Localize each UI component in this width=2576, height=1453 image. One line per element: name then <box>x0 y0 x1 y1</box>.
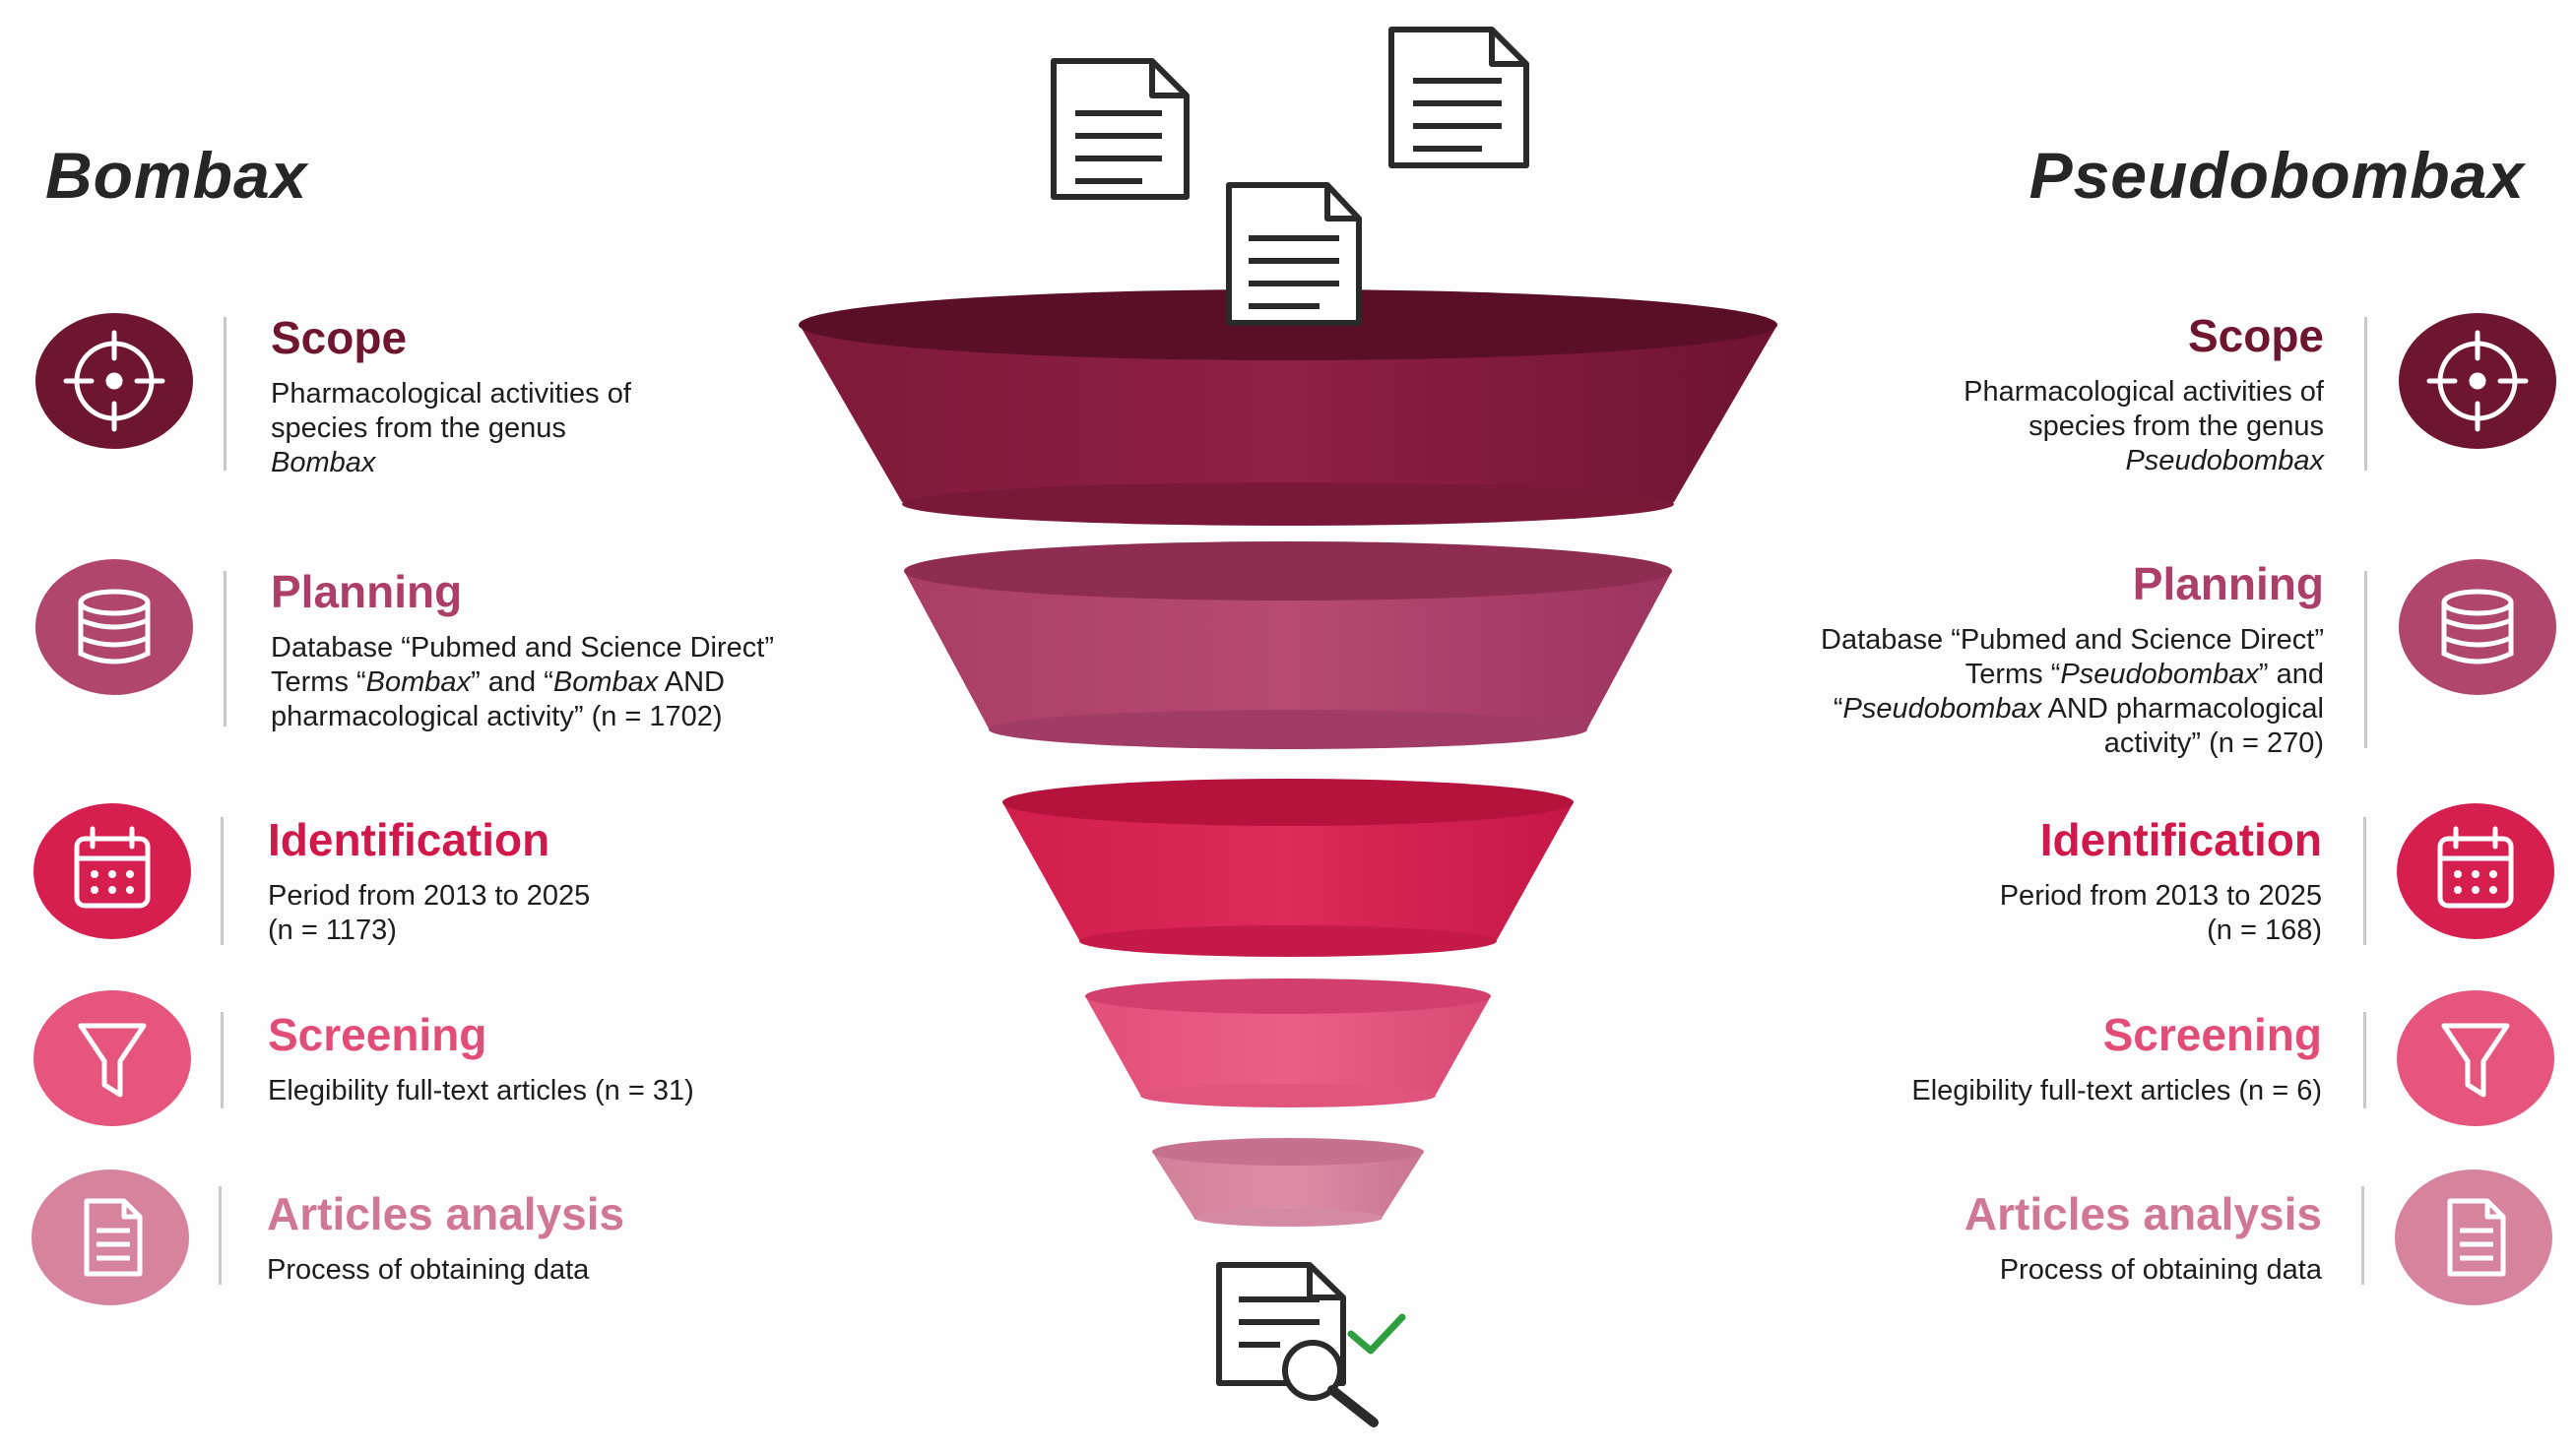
checkmark-icon <box>1347 1313 1406 1355</box>
step-title: Screening <box>268 1009 487 1060</box>
step-title: Planning <box>2132 558 2324 609</box>
funnel-tier-identification <box>1002 779 1574 957</box>
title-bombax: Bombax <box>45 139 308 212</box>
step-description: Process of obtaining data <box>1999 1253 2322 1286</box>
calendar-icon <box>33 803 191 939</box>
step-description: Process of obtaining data <box>267 1253 590 1286</box>
database-icon <box>2399 559 2556 695</box>
document-search-icon <box>1216 1262 1379 1427</box>
step-description: Period from 2013 to 2025(n = 168) <box>1999 879 2322 946</box>
document-icon <box>1051 58 1190 200</box>
step-description: Database “Pubmed and Science Direct” Ter… <box>271 631 774 732</box>
target-icon <box>35 313 193 449</box>
document-icon <box>1226 182 1362 326</box>
funnel-tier-screening <box>1085 979 1491 1107</box>
target-icon <box>2399 313 2556 449</box>
filter-icon <box>33 990 191 1126</box>
step-title: Scope <box>2187 310 2324 361</box>
title-pseudobombax: Pseudobombax <box>2029 139 2525 212</box>
document-icon <box>1388 27 1529 168</box>
step-title: Identification <box>2039 814 2322 865</box>
step-description: Database “Pubmed and Science Direct” Ter… <box>1821 623 2324 759</box>
step-title: Scope <box>271 312 408 363</box>
step-title: Articles analysis <box>267 1188 625 1239</box>
step-description: Elegibility full-text articles (n = 6) <box>1911 1074 2322 1106</box>
calendar-icon <box>2397 803 2554 939</box>
database-icon <box>35 559 193 695</box>
step-description: Period from 2013 to 2025(n = 1173) <box>268 879 591 946</box>
step-title: Identification <box>268 814 550 865</box>
filter-icon <box>2397 990 2554 1126</box>
step-title: Articles analysis <box>1964 1188 2322 1239</box>
step-description: Elegibility full-text articles (n = 31) <box>268 1074 694 1106</box>
funnel-tier-planning <box>904 541 1672 749</box>
step-title: Screening <box>2102 1009 2322 1060</box>
step-title: Planning <box>271 566 463 617</box>
document-icon <box>32 1169 189 1305</box>
document-icon <box>2395 1169 2552 1305</box>
funnel-tier-analysis <box>1152 1138 1424 1227</box>
